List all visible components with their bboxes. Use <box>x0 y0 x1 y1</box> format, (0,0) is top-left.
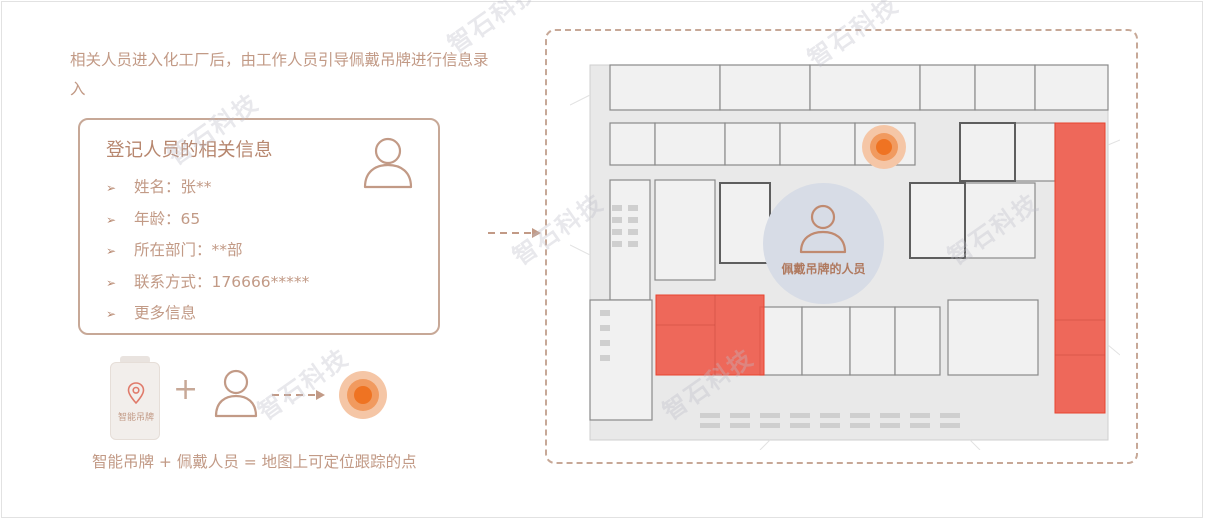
dashed-arrow-icon <box>488 228 541 238</box>
dashed-arrow-icon <box>272 390 325 400</box>
tracking-dot-icon <box>862 125 906 169</box>
list-item: ➢ 姓名：张** <box>106 172 309 204</box>
bullet-arrow-icon: ➢ <box>106 212 117 227</box>
tracking-dot-icon <box>339 371 387 419</box>
location-pin-icon <box>127 382 145 405</box>
info-card-title: 登记人员的相关信息 <box>106 140 273 161</box>
info-card: 登记人员的相关信息 ➢ 姓名：张** ➢ 年龄：65 ➢ 所在部门：**部 ➢ 联系方式… <box>78 118 440 335</box>
info-item-age: 年龄：65 <box>134 209 201 228</box>
formula-text: 智能吊牌 + 佩戴人员 = 地图上可定位跟踪的点 <box>92 453 417 471</box>
person-icon <box>214 369 258 418</box>
info-item-contact: 联系方式：176666***** <box>134 272 310 291</box>
bullet-arrow-icon: ➢ <box>106 244 117 258</box>
floor-plan-map <box>570 64 1120 450</box>
list-item: ➢ 年龄：65 <box>106 204 309 236</box>
list-item: ➢ 所在部门：**部 <box>106 235 309 267</box>
badge-label: 智能吊牌 <box>117 413 154 423</box>
plus-sign: + <box>173 372 199 407</box>
badge-clip <box>120 356 150 364</box>
list-item: ➢ 更多信息 <box>106 298 309 330</box>
info-list: ➢ 姓名：张** ➢ 年龄：65 ➢ 所在部门：**部 ➢ 联系方式：176666***… <box>106 172 309 330</box>
smart-badge: 智能吊牌 <box>110 362 160 440</box>
info-item-department: 所在部门：**部 <box>134 241 243 259</box>
wearer-label: 佩戴吊牌的人员 <box>781 262 866 276</box>
person-icon <box>799 204 847 254</box>
map-container <box>545 29 1138 464</box>
person-icon <box>363 137 413 189</box>
info-item-name: 姓名：张** <box>134 178 212 196</box>
bullet-arrow-icon: ➢ <box>106 275 117 290</box>
list-item: ➢ 联系方式：176666***** <box>106 267 309 299</box>
bullet-arrow-icon: ➢ <box>106 181 117 195</box>
intro-text: 相关人员进入化工厂后，由工作人员引导佩戴吊牌进行信息录入 <box>70 51 489 98</box>
wearer-bubble: 佩戴吊牌的人员 <box>763 183 884 304</box>
bullet-arrow-icon: ➢ <box>106 307 117 321</box>
info-item-more: 更多信息 <box>134 304 197 322</box>
